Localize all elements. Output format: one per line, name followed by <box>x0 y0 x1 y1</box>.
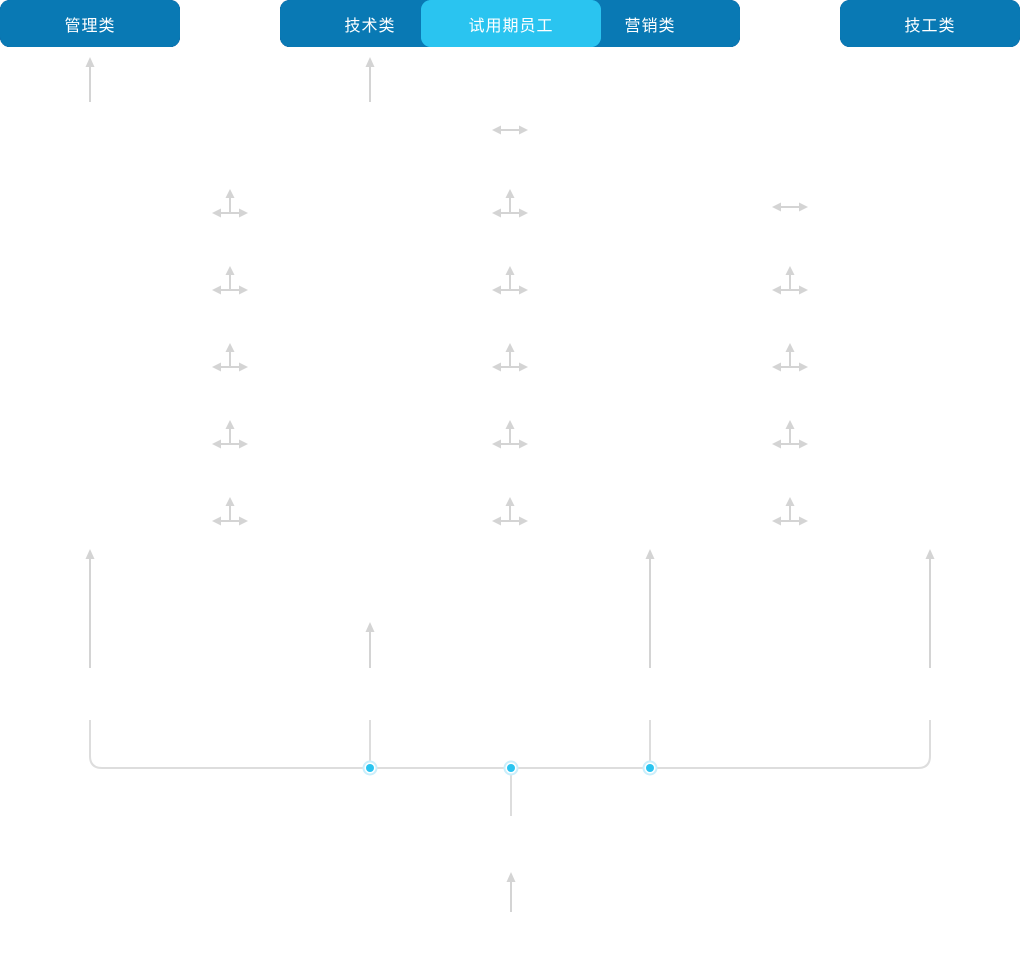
category-skilled-worker: 技工类 <box>840 0 1020 47</box>
category-up-arrow-icon <box>85 549 935 668</box>
horizontal-arrow-icon <box>771 201 809 213</box>
horizontal-arrow-icon <box>491 124 529 136</box>
up-arrow-icon <box>85 57 375 102</box>
node-probation-employee: 试用期员工 <box>421 0 601 47</box>
junction-dot <box>362 760 658 776</box>
three-way-arrow-icon <box>491 188 529 527</box>
three-way-arrow-icon <box>771 265 809 527</box>
three-way-arrow-icon <box>211 188 249 527</box>
category-management: 管理类 <box>0 0 180 47</box>
up-arrow-icon <box>506 872 516 912</box>
